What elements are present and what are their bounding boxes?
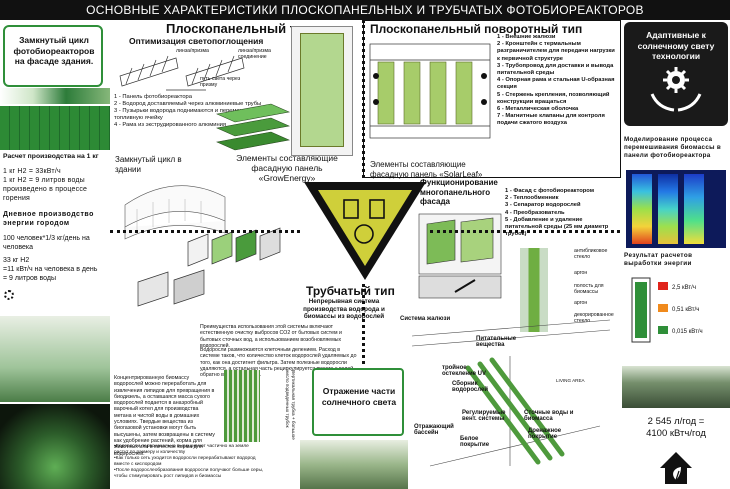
argon-label-2: аргон xyxy=(574,300,588,306)
energy-bar-2 xyxy=(658,304,668,312)
reflecting-pool-label: Отражающий бассейн xyxy=(414,424,454,436)
night-render xyxy=(0,404,110,489)
flat-list: 1 - Панель фотобиореактора 2 - Водород д… xyxy=(114,94,265,128)
results-text: Результат расчетов выработки энергии xyxy=(624,252,693,267)
optimization-title: Оптимизация светопоглощения xyxy=(129,36,264,46)
gear-hands-icon xyxy=(650,67,702,112)
sim-panel-3 xyxy=(684,174,704,244)
regulated-label: Регулируемые вент. системы xyxy=(462,410,506,422)
result-text: 33 кг H2 =11 кВт/ч на человека в день = … xyxy=(3,257,98,282)
tube-title: Трубчатый тип xyxy=(306,284,395,298)
vertical-tubes-render xyxy=(224,370,260,442)
facade-title: Функционирование многопанельного фасада xyxy=(420,178,498,206)
vertical-tubes-caption: Вертикальная трубка + большое число подв… xyxy=(285,370,296,440)
daily-title: Дневное производство энергии городом xyxy=(3,211,94,227)
dotted-line-right xyxy=(430,230,620,233)
prism-label-1: линза/призма xyxy=(176,48,209,54)
center-triangle xyxy=(304,182,426,280)
glass-section xyxy=(520,248,548,332)
modeling-text: Моделирование процесса перемешивания био… xyxy=(624,136,722,159)
prism-label-2: линза/призма соединение xyxy=(238,48,271,60)
antiblik-label: антибликовое стекло xyxy=(574,248,608,260)
rotary-title: Плоскопанельный поворотный тип xyxy=(370,22,583,36)
energy-chart: 2,5 кВт/ч 0,51 кВт/ч 0,015 кВт/ч xyxy=(631,277,703,343)
solarleaf-label: Элементы составляющие фасадную панель «S… xyxy=(370,160,483,179)
adaptive-text: Адаптивные к солнечному свету технологии xyxy=(637,30,715,61)
closed-cycle-box: Замкнутый цикл фотобиореакторов на фасад… xyxy=(3,25,103,87)
left-column: Замкнутый цикл фотобиореакторов на фасад… xyxy=(0,20,110,489)
flat-title: Плоскопанельный тип xyxy=(166,21,312,36)
sim-panel-2 xyxy=(658,174,678,244)
nutrients-label: Питательные вещества xyxy=(476,336,517,348)
exploded-panels xyxy=(137,227,281,307)
wastewater-label: Сточные воды и биомасса xyxy=(524,410,574,422)
biomass-simulation xyxy=(626,170,726,248)
dotted-line-bottom xyxy=(362,284,365,364)
living-area-label: LIVING AREA xyxy=(556,378,585,383)
flat-panel-frame xyxy=(291,26,353,156)
tube-notes: •Водоросли первоначально выращивают част… xyxy=(114,444,264,479)
collector-label: Сборник водорослей xyxy=(452,381,489,393)
prism-diagram xyxy=(119,55,245,91)
eco-house-icon xyxy=(660,452,692,484)
building-photo xyxy=(0,88,110,104)
closed-cycle-text: Замкнутый цикл фотобиореакторов на фасад… xyxy=(13,35,95,66)
dotted-line-top xyxy=(362,20,365,178)
dotted-line-left xyxy=(110,230,300,233)
biomass-cavity-label: полость для биомассы xyxy=(574,283,604,295)
blinds-label: Система жалюзи xyxy=(400,316,451,322)
growenergy-label: Элементы составляющие фасадную панель «G… xyxy=(236,153,338,183)
reflection-text: Отражение части солнечного света xyxy=(321,386,397,407)
rotary-list: 1 - Внешние жалюзи 2 - Кронштейн с терма… xyxy=(497,34,615,127)
triple-glazing-label: тройное остекление UV xyxy=(442,365,486,377)
decor-glass-label: декорированное стекло xyxy=(574,312,614,324)
adaptive-box: Адаптивные к солнечному свету технологии xyxy=(624,22,728,126)
facade-list: 1 - Фасад с фотобиореактором 2 - Теплооб… xyxy=(505,188,609,238)
energy-bar-3 xyxy=(658,326,668,334)
drainage-label: Дренажное покрытие xyxy=(528,428,562,440)
energy-bar-label-2: 0,51 кВт/ч xyxy=(672,307,699,313)
page-title: ОСНОВНЫЕ ХАРАКТЕРИСТИКИ ПЛОСКОПАНЕЛЬНЫХ … xyxy=(0,0,730,20)
sim-panel-1 xyxy=(632,174,652,244)
kwh-text: 4100 кВтч/год xyxy=(646,428,706,439)
building-bottom-photo xyxy=(622,366,730,408)
tube-continuous: Непрерывная система производства водород… xyxy=(303,298,385,320)
reflection-box: Отражение части солнечного света xyxy=(312,368,404,436)
flat-stack-render xyxy=(215,103,291,151)
energy-bar-label-3: 0,015 кВт/ч xyxy=(672,329,703,335)
white-cover-label: Белое покрытие xyxy=(460,436,490,448)
argon-label-1: аргон xyxy=(574,270,588,276)
right-column: Адаптивные к солнечному свету технологии… xyxy=(622,20,730,489)
people-text: 100 человек*1/3 кг/день на человека xyxy=(3,235,90,251)
flat-panel-glass xyxy=(300,33,344,147)
facade-drawing xyxy=(418,213,502,299)
green-facade-photo xyxy=(0,106,110,150)
tower-render xyxy=(0,316,110,402)
tube-advantages: Преимущества использования этой системы … xyxy=(200,324,342,349)
calc-title: Расчет производства на 1 кг xyxy=(3,153,99,160)
calc-lines: 1 кг H2 = 33кВт/ч 1 кг H2 = 9 литров вод… xyxy=(3,168,88,202)
tube-system-drawing xyxy=(411,319,611,467)
liters-text: 2 545 л/год = xyxy=(647,416,705,427)
closed-cycle-building: Замкнутый цикл в здании xyxy=(115,155,182,174)
tube-algae: Водоросли размножаются клеточным деление… xyxy=(200,347,357,379)
sunny-tower-photo xyxy=(300,440,408,489)
energy-bar-1 xyxy=(658,282,668,290)
tube-concentrated: Концентрированную биомассу водорослей мо… xyxy=(114,375,215,457)
rotary-drawing xyxy=(369,43,491,139)
light-path-label: путь света через призму xyxy=(200,76,241,88)
sun-icon xyxy=(4,290,14,300)
energy-bar-label-1: 2,5 кВт/ч xyxy=(672,285,696,291)
